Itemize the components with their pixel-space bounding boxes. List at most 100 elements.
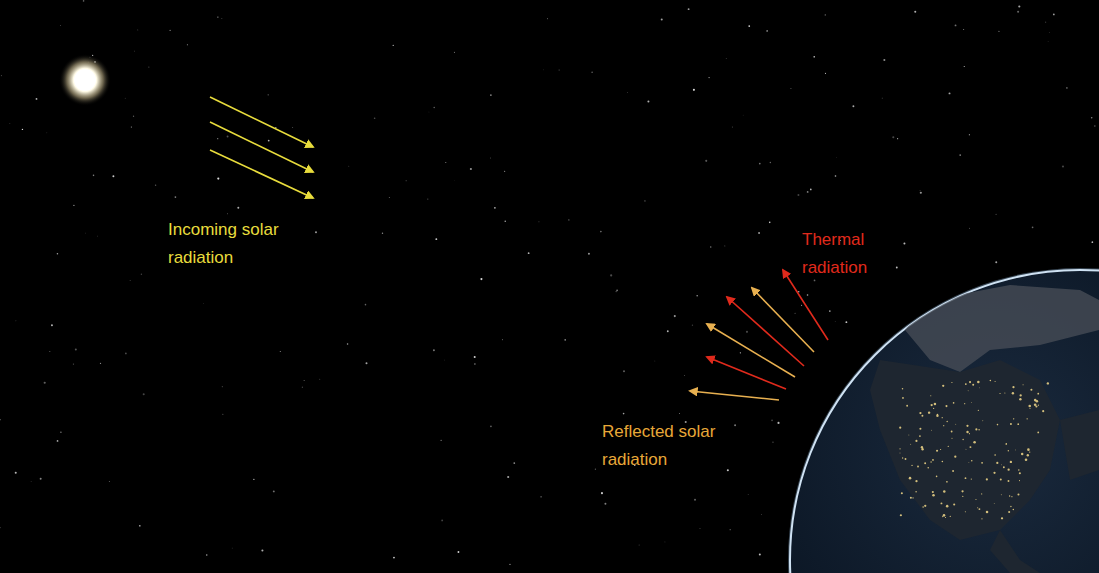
city-light — [902, 388, 904, 390]
city-light — [965, 448, 967, 450]
city-light — [943, 514, 946, 517]
star — [623, 413, 625, 415]
star — [759, 554, 761, 556]
city-light — [995, 381, 996, 382]
star — [674, 315, 676, 317]
city-light — [1037, 393, 1039, 395]
star — [441, 519, 443, 521]
star — [813, 56, 815, 58]
city-light — [937, 414, 938, 415]
city-light — [1019, 480, 1020, 481]
star — [36, 98, 38, 100]
city-light — [1034, 399, 1037, 402]
star — [1018, 5, 1020, 7]
city-light — [977, 381, 980, 384]
star — [568, 219, 569, 220]
city-light — [932, 491, 934, 493]
city-light — [978, 410, 979, 411]
star — [742, 114, 744, 116]
city-light — [1004, 393, 1005, 394]
star — [963, 29, 964, 30]
city-light — [936, 415, 938, 417]
sun — [74, 69, 96, 91]
city-light — [990, 380, 992, 382]
star — [760, 350, 762, 352]
star — [727, 469, 729, 471]
star — [725, 58, 727, 60]
star — [777, 422, 779, 424]
city-light — [965, 511, 966, 512]
star — [724, 245, 726, 247]
star — [1048, 31, 1050, 33]
city-light — [964, 403, 965, 404]
city-light — [1020, 394, 1022, 396]
star — [710, 246, 711, 247]
city-light — [961, 490, 963, 492]
city-light — [969, 433, 970, 434]
city-light — [915, 480, 917, 482]
star — [73, 205, 74, 206]
city-light — [899, 452, 901, 454]
star — [15, 320, 17, 322]
star — [9, 123, 11, 125]
city-light — [899, 448, 900, 449]
city-light — [978, 429, 979, 430]
star — [406, 180, 407, 181]
star — [513, 462, 515, 464]
star — [852, 105, 854, 107]
city-light — [900, 514, 902, 516]
star — [46, 132, 48, 134]
city-light — [1010, 506, 1011, 507]
star — [600, 231, 602, 233]
star — [919, 189, 921, 191]
city-light — [1028, 405, 1031, 408]
star — [0, 419, 1, 420]
star — [470, 168, 472, 170]
city-light — [1012, 386, 1014, 388]
city-light — [966, 431, 968, 433]
star — [268, 140, 270, 142]
city-light — [931, 404, 933, 406]
city-light — [908, 434, 910, 436]
star — [75, 349, 77, 351]
star — [914, 11, 916, 13]
star — [654, 360, 656, 362]
star — [445, 162, 446, 163]
star — [667, 330, 669, 332]
star — [564, 339, 566, 341]
sun-glow — [59, 54, 111, 106]
city-light — [905, 458, 907, 460]
star — [217, 16, 218, 17]
star — [169, 30, 170, 31]
city-light — [986, 478, 988, 480]
city-light — [955, 423, 957, 425]
city-light — [1012, 392, 1014, 394]
star — [175, 196, 177, 198]
star — [393, 45, 394, 46]
star — [758, 232, 760, 234]
city-light — [919, 412, 921, 414]
star — [131, 126, 132, 127]
star — [881, 97, 883, 99]
star — [746, 331, 748, 333]
city-light — [927, 467, 929, 469]
city-light — [921, 448, 923, 450]
incoming-arrows — [210, 97, 313, 198]
city-light — [1018, 469, 1019, 470]
star — [490, 426, 492, 428]
city-light — [950, 516, 951, 517]
city-light — [945, 517, 946, 518]
city-light — [1037, 432, 1039, 434]
city-light — [1027, 448, 1030, 451]
star — [261, 549, 263, 551]
star — [427, 198, 428, 199]
star — [133, 116, 134, 117]
city-light — [942, 385, 944, 387]
star — [393, 557, 395, 559]
star — [57, 440, 59, 442]
city-light — [981, 518, 982, 519]
star — [501, 339, 503, 341]
star — [770, 162, 771, 163]
star — [588, 253, 590, 255]
star — [595, 469, 596, 470]
